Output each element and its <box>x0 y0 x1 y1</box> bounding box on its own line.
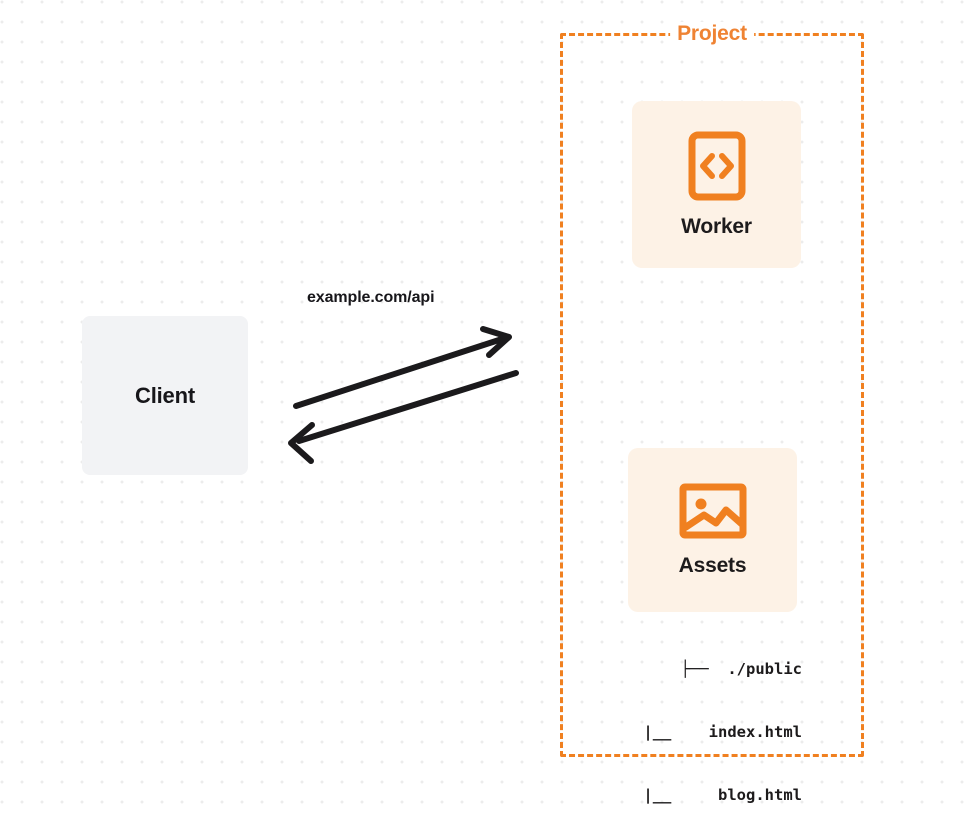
request-arrow <box>293 326 512 409</box>
worker-card-label: Worker <box>681 214 752 238</box>
client-node[interactable]: Client <box>82 316 248 475</box>
assets-card[interactable]: Assets <box>628 448 797 612</box>
request-url-label: example.com/api <box>307 289 435 306</box>
asset-file-tree: ├── ./public |__ index.html |__ blog.htm… <box>600 617 802 818</box>
response-arrow <box>288 370 519 464</box>
worker-card[interactable]: Worker <box>632 101 801 268</box>
assets-card-label: Assets <box>678 554 747 577</box>
file-tree-row: |__ blog.html <box>643 786 802 804</box>
image-icon <box>679 482 747 540</box>
project-container: Project <box>560 22 864 757</box>
project-title-label: Project <box>670 22 754 46</box>
file-tree-row: ├── ./public <box>680 660 802 678</box>
client-node-label: Client <box>135 382 195 408</box>
code-brackets-icon <box>688 131 746 201</box>
file-tree-row: |__ index.html <box>643 723 802 741</box>
